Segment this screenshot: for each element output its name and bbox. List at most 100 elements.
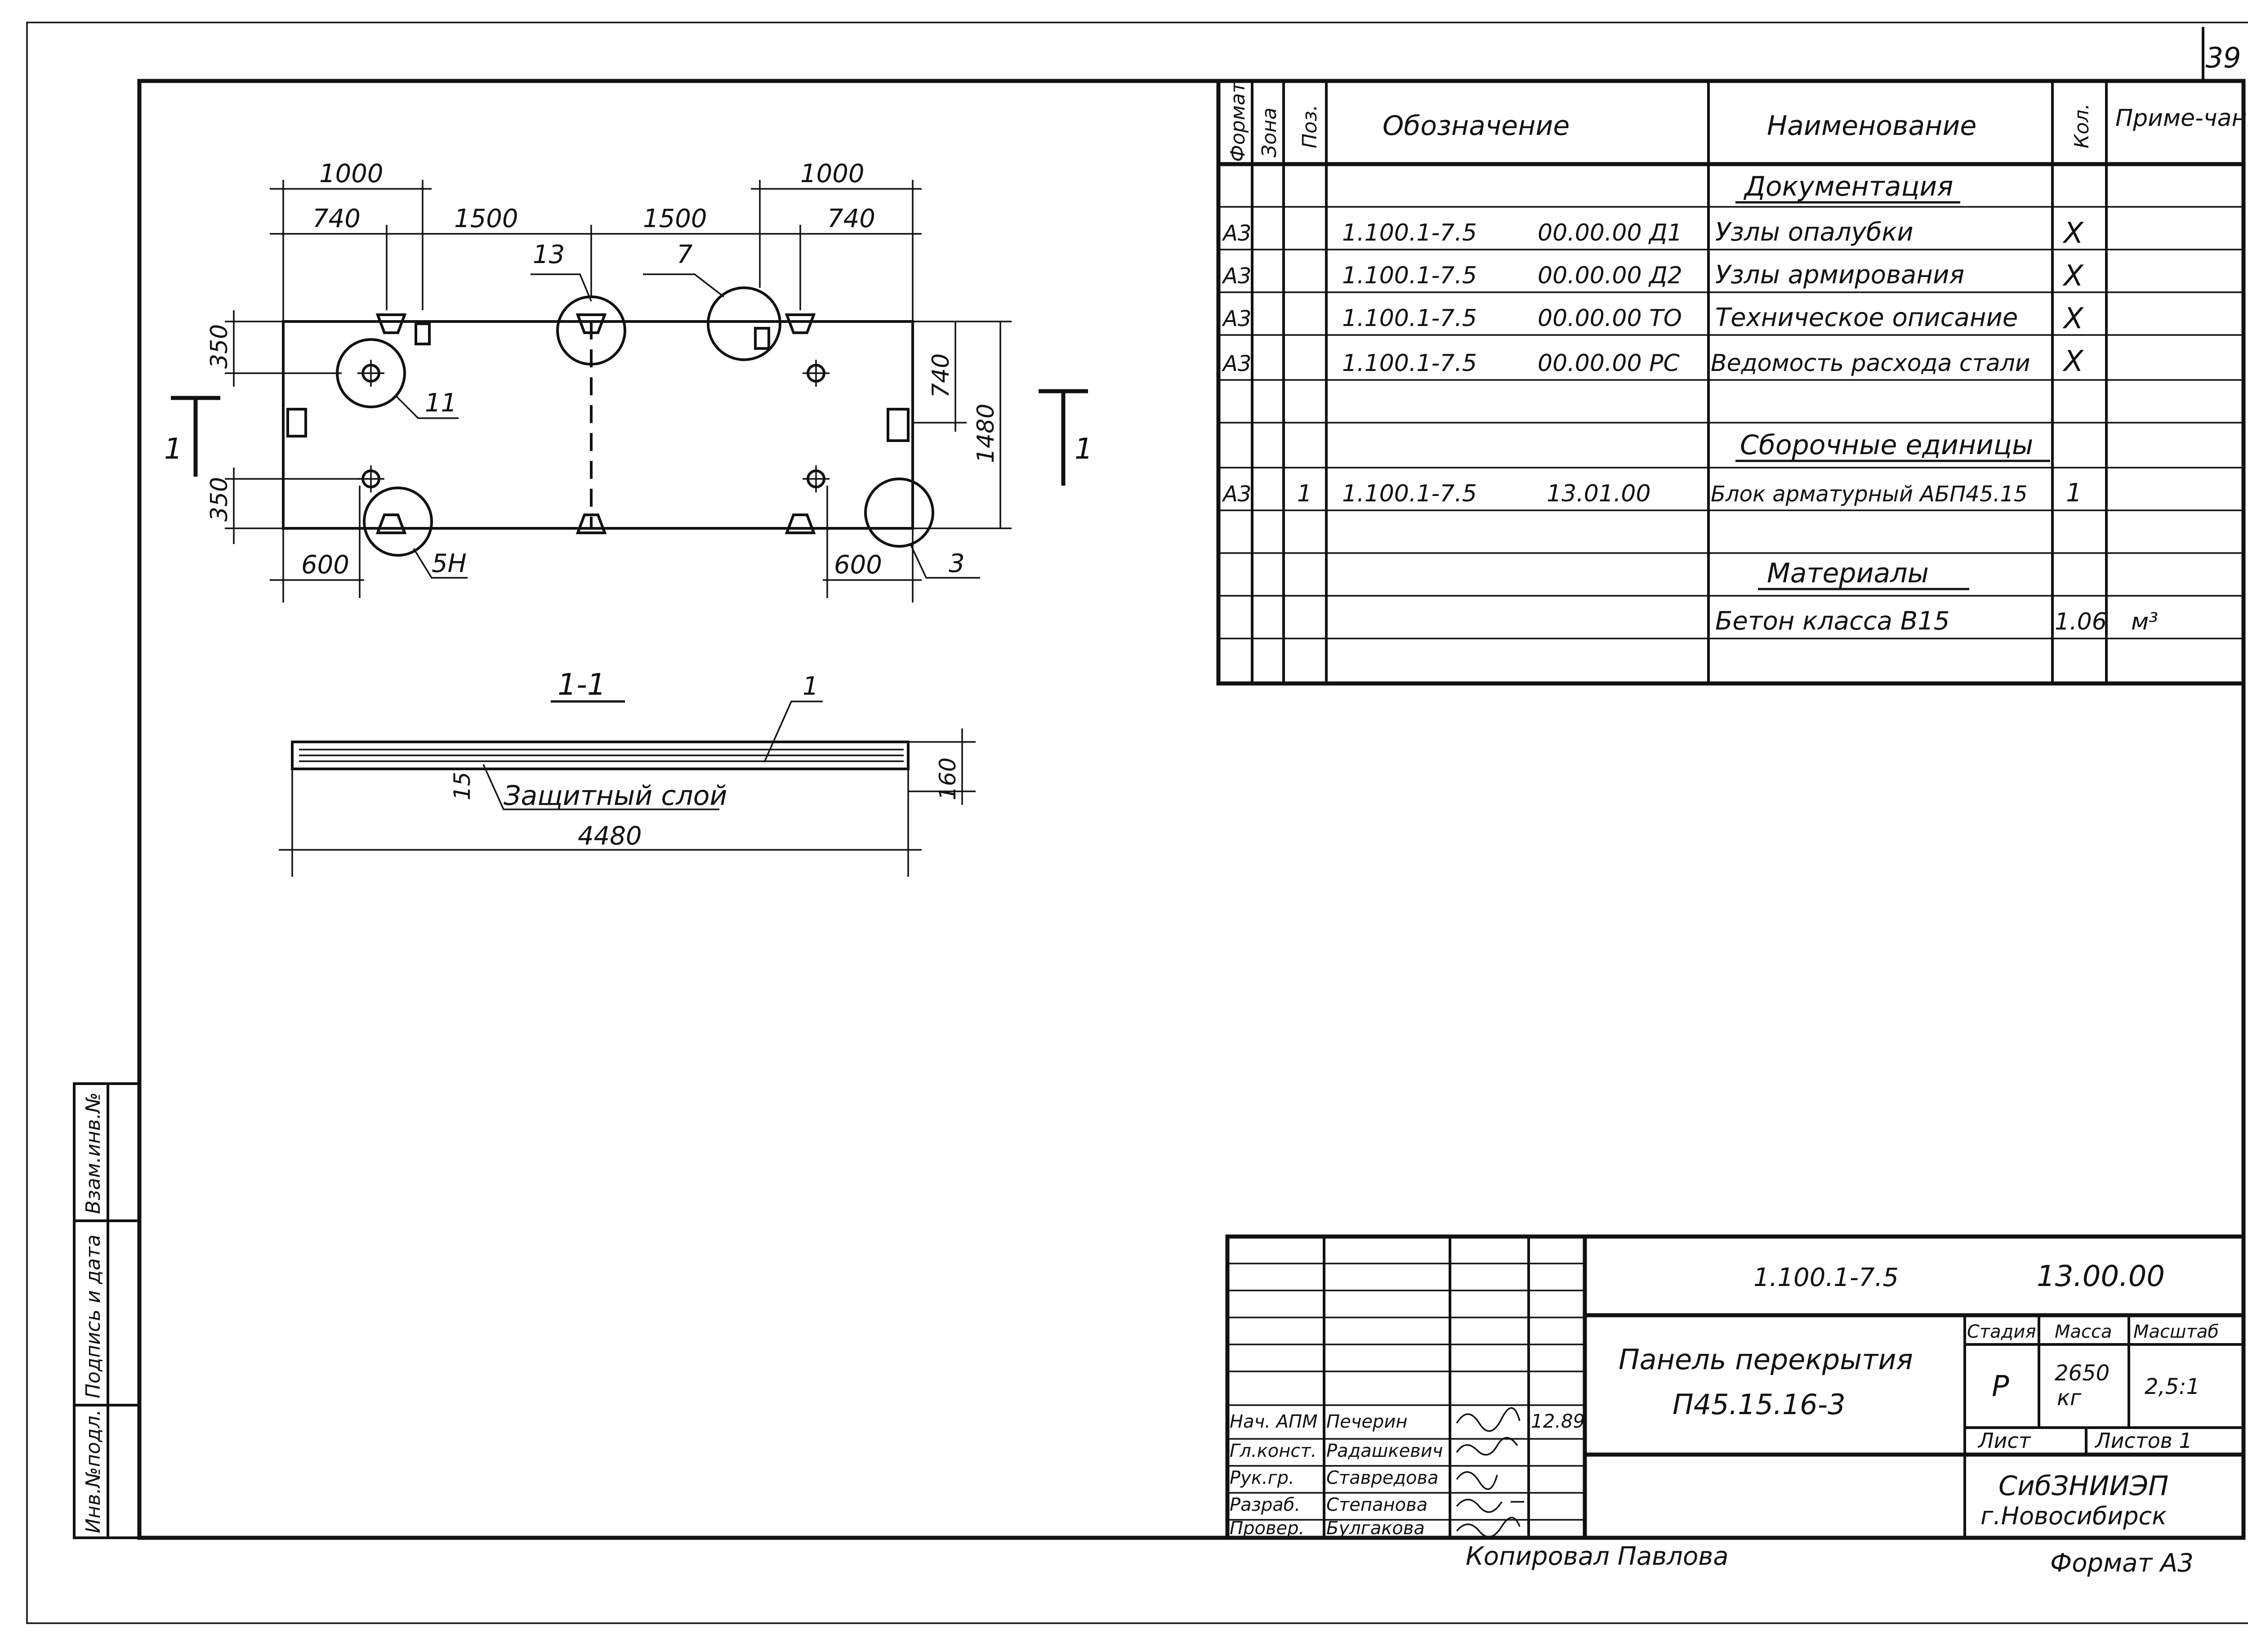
- svg-text:Бетон класса В15: Бетон класса В15: [1715, 607, 1949, 636]
- lifting-loop-bottom-right: [785, 513, 816, 534]
- tb-org-1: СибЗНИИЭП: [1998, 1470, 2168, 1502]
- spec-row: А3 1 1.100.1-7.5 13.01.00 Блок арматурны…: [1222, 478, 2082, 508]
- section-length: 4480: [578, 822, 642, 851]
- tb-scale: 2,5:1: [2145, 1374, 2200, 1399]
- sheet-number: 39: [2206, 41, 2241, 74]
- svg-text:1.100.1-7.5: 1.100.1-7.5: [1342, 262, 1477, 289]
- dim-740-left: 740: [312, 204, 361, 233]
- svg-text:1.100.1-7.5: 1.100.1-7.5: [1342, 305, 1477, 332]
- spec-section-assembly: Сборочные единицы: [1740, 429, 2033, 461]
- dim-1500-left: 1500: [454, 204, 518, 233]
- dim-600-right: 600: [834, 550, 882, 580]
- spec-row: А3 1.100.1-7.5 00.00.00 ТО Техническое о…: [1222, 302, 2084, 335]
- side-stamp: Инв.№подл. Подпись и дата Взам.инв.№: [73, 1082, 141, 1539]
- tb-scale-label: Масштаб: [2133, 1322, 2219, 1342]
- stamp-sign-date: Подпись и дата: [82, 1235, 105, 1398]
- svg-text:Узлы армирования: Узлы армирования: [1715, 260, 1964, 290]
- svg-text:00.00.00 РС: 00.00.00 РС: [1538, 350, 1680, 377]
- svg-text:00.00.00 Д2: 00.00.00 Д2: [1538, 262, 1682, 289]
- hdr-format: Формат: [1227, 81, 1249, 162]
- tb-person: Печерин: [1326, 1411, 1407, 1432]
- svg-text:X: X: [2062, 302, 2084, 335]
- panel-outline: [282, 320, 914, 530]
- signature-marks: [1456, 1407, 1524, 1538]
- dim-1480-vertical: 1480: [972, 404, 999, 463]
- svg-text:X: X: [2062, 259, 2084, 293]
- dim-600-left: 600: [301, 550, 349, 580]
- dim-350-top: 350: [206, 324, 233, 369]
- footer-copied: Копировал Павлова: [1466, 1542, 1729, 1571]
- label-11: 11: [425, 388, 457, 418]
- svg-text:А3: А3: [1222, 221, 1251, 246]
- section-thickness: 160: [935, 758, 961, 800]
- dim-1000-right: 1000: [800, 159, 865, 188]
- plan-view: 11 13 7 5Н 3 1 1: [164, 159, 1093, 603]
- svg-text:1: 1: [1075, 433, 1093, 466]
- spec-row: А3 1.100.1-7.5 00.00.00 РС Ведомость рас…: [1222, 345, 2084, 378]
- spec-table: Формат Зона Поз. Обозначение Наименовани…: [1216, 79, 2248, 686]
- dim-left: 350 350: [206, 310, 364, 544]
- dim-350-bottom: 350: [206, 477, 233, 522]
- label-7: 7: [677, 240, 693, 269]
- outer-border: [26, 22, 2248, 1624]
- svg-text:Ведомость расхода стали: Ведомость расхода стали: [1711, 350, 2030, 377]
- tb-mass: 2650: [2055, 1361, 2110, 1386]
- hdr-name: Наименование: [1767, 110, 1976, 142]
- section-slab: [291, 741, 910, 770]
- tb-stage-label: Стадия: [1967, 1322, 2036, 1342]
- dim-1000-left: 1000: [319, 159, 384, 188]
- hdr-qty: Кол.: [2070, 103, 2093, 148]
- spec-section-materials: Материалы: [1767, 558, 1929, 589]
- sheet-number-box: 39: [2202, 27, 2241, 81]
- embed-top-right-small: [415, 322, 770, 350]
- tb-title-2: П45.15.16-3: [1673, 1388, 1846, 1421]
- cover-label: Защитный слой: [504, 780, 727, 812]
- svg-text:X: X: [2062, 217, 2084, 250]
- svg-text:Блок арматурный АБП45.15: Блок арматурный АБП45.15: [1711, 482, 2028, 507]
- svg-text:X: X: [2062, 345, 2084, 378]
- svg-text:1.100.1-7.5: 1.100.1-7.5: [1342, 219, 1477, 246]
- spec-row: А3 1.100.1-7.5 00.00.00 Д1 Узлы опалубки…: [1222, 217, 2084, 250]
- tb-sheet-label: Лист: [1977, 1429, 2031, 1453]
- section-mark-left: 1: [164, 396, 220, 477]
- dim-right: 740 1480: [913, 321, 1012, 529]
- svg-text:00.00.00 ТО: 00.00.00 ТО: [1538, 305, 1682, 332]
- callout-circle-7: [707, 286, 781, 361]
- label-3: 3: [949, 549, 965, 578]
- tb-role: Провер.: [1230, 1518, 1304, 1539]
- dim-740-right: 740: [827, 204, 875, 233]
- svg-text:00.00.00 Д1: 00.00.00 Д1: [1538, 219, 1682, 246]
- hdr-zone: Зона: [1258, 107, 1281, 157]
- tb-role: Рук.гр.: [1230, 1468, 1294, 1488]
- tb-stage: Р: [1992, 1370, 2009, 1403]
- footer-format: Формат А3: [2050, 1549, 2194, 1578]
- svg-text:А3: А3: [1222, 351, 1251, 376]
- lifting-loop-top-right: [785, 313, 816, 334]
- callout-circle-5h: [363, 487, 433, 557]
- hdr-note: Приме-чание: [2115, 105, 2248, 132]
- tb-title-1: Панель перекрытия: [1619, 1343, 1913, 1376]
- label-13: 13: [533, 240, 565, 269]
- spec-row: Бетон класса В15 1.06 м³: [1715, 607, 2158, 636]
- drawing-frame: [137, 79, 2246, 1540]
- svg-text:1: 1: [2066, 478, 2082, 508]
- tb-person: Булгакова: [1326, 1518, 1425, 1539]
- tb-mass-label: Масса: [2055, 1322, 2112, 1342]
- tb-role: Нач. АПМ: [1230, 1411, 1318, 1432]
- label-5h: 5Н: [432, 549, 467, 578]
- svg-text:13.01.00: 13.01.00: [1547, 480, 1651, 507]
- lifting-loop-top-left: [375, 313, 407, 334]
- dim-1500-right: 1500: [643, 204, 707, 233]
- section-title: 1-1: [558, 667, 606, 702]
- svg-text:А3: А3: [1222, 263, 1251, 289]
- spec-section-docs: Документация: [1743, 171, 1953, 202]
- tb-person: Степанова: [1326, 1495, 1427, 1515]
- anchor-right-upper: [803, 360, 830, 387]
- embed-left-side: [286, 408, 307, 438]
- svg-text:м³: м³: [2131, 608, 2158, 635]
- tb-mass-unit: кг: [2057, 1385, 2082, 1411]
- lifting-loop-bottom-left: [375, 513, 407, 534]
- lifting-loop-bottom-mid: [575, 513, 607, 534]
- tb-person: Ставредова: [1326, 1468, 1439, 1488]
